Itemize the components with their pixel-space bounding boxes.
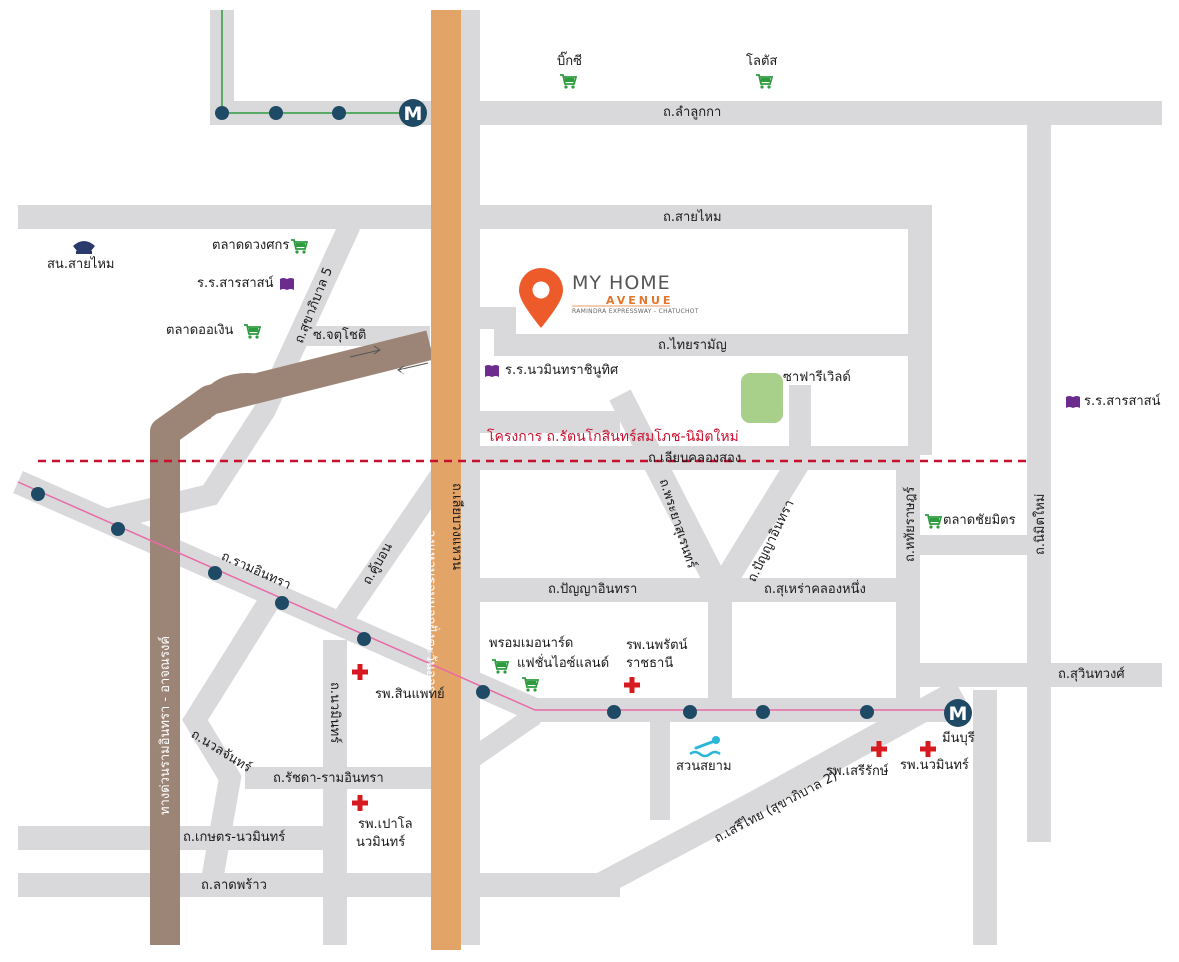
pink-line-stations [31,487,874,719]
label-school-sarasas-1: ร.ร.สารสาสน์ [197,276,274,291]
station-dot [215,106,229,120]
label-lam-luk-ka: ถ.ลำลูกกา [663,105,722,120]
hospital-cross-icon [352,664,368,680]
location-pin-icon [519,268,563,328]
label-min-buri: มีนบุรี [942,731,975,746]
label-nawamin: ถ.นวมินทร์ [327,682,342,744]
safari-world-park [741,373,783,423]
green-line-stations [215,106,346,120]
label-hosp-nopparat-1: รพ.นพรัตน์ [626,638,688,653]
label-talat-duangsakorn: ตลาดดวงศกร [212,238,290,253]
label-fashion-island: แฟชั่นไอซ์แลนด์ [517,656,610,671]
label-nimit-mai: ถ.นิมิตใหม่ [1033,493,1048,555]
label-police-sai-mai: สน.สายไหม [47,257,115,272]
road-seri-thai [594,679,966,896]
swimming-icon [689,736,721,758]
cart-icon [243,323,262,339]
station-dot [31,487,45,501]
metro-marker-minburi: M [944,699,972,727]
metro-marker-north: M [399,99,427,127]
label-hathai-rat: ถ.หทัยราษฎร์ [903,486,918,562]
label-school-sarasas-2: ร.ร.สารสาสน์ [1084,394,1161,409]
road-nuan-chan [182,594,280,882]
expressway-ram-inthra-at-narong [150,330,434,945]
label-panya-inthra-h: ถ.ปัญญาอินทรา [548,582,638,597]
label-outer-ring-east: วงแหวนรอบนอกฝั่งตะวันออก [423,530,438,694]
road-thai-raman [478,307,920,356]
cart-icon [755,73,774,89]
label-kaset-nawamin: ถ.เกษตร-นวมินทร์ [183,830,286,845]
book-icon [279,276,295,290]
label-thai-raman: ถ.ไทยรามัญ [658,338,727,353]
station-dot [357,632,371,646]
road-sai-mai [18,205,932,455]
label-talat-chaimit: ตลาดชัยมิตร [943,513,1016,528]
cart-icon [521,676,540,692]
station-dot [683,705,697,719]
ramp-arrows [349,345,429,375]
road-panya-inthra-diag [709,453,811,597]
hospital-cross-icon [871,741,887,757]
label-hosp-nopparat-2: ราชธานี [626,656,674,671]
station-dot [860,705,874,719]
hospital-cross-icon [624,677,640,693]
station-dot [111,522,125,536]
cart-icon [559,73,578,89]
project-brand: MY HOME AVENUE RAMINDRA EXPRESSWAY - CHA… [572,272,699,315]
hospital-cross-icon [352,795,368,811]
station-dot [208,566,222,580]
station-dot [476,685,490,699]
station-dot [607,705,621,719]
label-hosp-nawamin: รพ.นวมินทร์ [900,758,969,773]
station-dot [269,106,283,120]
hospital-cross-icon [920,741,936,757]
label-soi-chatuchot: ซ.จตุโชติ [313,328,367,343]
label-project-road: โครงการ ถ.รัตนโกสินทร์สมโภช-นิมิตใหม่ [487,429,739,445]
label-liap-wongwaen: ถ.เลียบวงแหวน [449,483,464,571]
label-school-nawamin: ร.ร.นวมินทราชินูทิศ [505,363,619,378]
pink-line-rail [17,481,960,711]
label-promenade: พรอมเมอนาร์ด [489,636,574,651]
outer-ring-east-expressway [431,10,461,950]
label-sai-mai: ถ.สายไหม [663,210,722,225]
label-safari-world: ซาฟารีเวิลด์ [783,370,851,385]
brand-tagline: RAMINDRA EXPRESSWAY - CHATUCHOT [572,308,699,315]
road-network [13,10,1162,945]
label-lotus: โลตัส [746,54,778,69]
label-hosp-serirak: รพ.เสรีรักษ์ [826,764,889,779]
label-hosp-paolo-2: นวมินทร์ [356,835,406,850]
metro-letter: M [949,703,968,725]
label-liap-khlong-song: ถ.เลียบคลองสอง [648,451,742,466]
road-khu-bon [325,455,460,637]
station-dot [332,106,346,120]
label-hosp-sinphaet: รพ.สินแพทย์ [375,687,445,702]
brand-subname: AVENUE [606,294,674,307]
police-icon [73,241,95,254]
metro-letter: M [404,103,423,125]
brand-name: MY HOME [572,272,671,294]
label-suan-siam: สวนสยาม [676,759,732,774]
label-hosp-paolo-1: รพ.เปาโล [358,817,413,832]
cart-icon [290,238,309,254]
green-line-rail [221,10,413,114]
label-talat-or-ngoen: ตลาดออเงิน [166,323,234,338]
label-suea-yai: ถ.สุเหร่าคลองหนึ่ง [764,582,866,597]
label-lat-phrao: ถ.ลาดพร้าว [201,878,267,893]
cart-icon [491,658,510,674]
book-icon [1065,394,1081,408]
road-top-left-spur [210,10,440,125]
station-dot [275,596,289,610]
station-dot [756,705,770,719]
label-big-c: บิ๊กซี [557,54,582,69]
book-icon [484,363,500,377]
label-suwinthawong: ถ.สุวินทวงศ์ [1058,667,1125,682]
label-ratchada-ram-inthra: ถ.รัชดา-รามอินทรา [273,771,384,786]
label-ram-inthra-at-narong: ทางด่วนรามอินทรา - อาจณรงค์ [158,635,173,815]
cart-icon [924,513,943,529]
road-wongwaen-east-south [464,706,541,769]
expressway-ramp-curve [198,373,261,421]
